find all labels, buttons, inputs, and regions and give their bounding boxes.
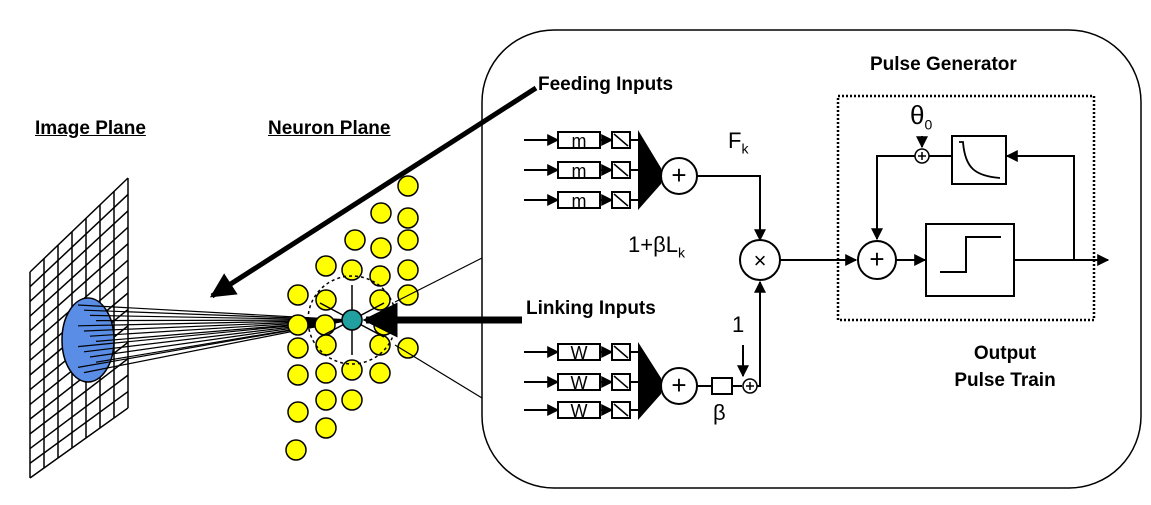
neuron [397,229,419,251]
neuron [397,337,419,359]
pulse-generator-box [836,94,1096,322]
feeding-to-image-arrow [209,85,538,299]
beta-gain-box [711,377,733,395]
step-function-box [925,223,1015,297]
neuron-model-box [481,29,1142,489]
neuron [397,207,419,229]
neuron [370,202,392,224]
neuron [315,417,337,439]
neuron [314,314,336,336]
svg-text:+: + [671,370,686,400]
feeding-inputs-label: Feeding Inputs [538,74,674,95]
feeding-input-branches: mmm [524,130,661,211]
neuron [287,337,309,359]
svg-text:+: + [671,160,686,190]
neuron [369,265,391,287]
neuron [341,259,363,281]
neuron [315,362,337,384]
output-label-line2: Pulse Train [954,370,1056,391]
neuron [344,229,366,251]
neuron [341,359,363,381]
weight-label: W [571,373,588,393]
svg-text:+: + [869,244,884,274]
decay-function-box [951,135,1007,185]
neuron [369,362,391,384]
weight-label: W [571,401,588,421]
linking-inputs-label: Linking Inputs [526,298,656,319]
neuron [315,255,337,277]
image-plane-label: Image Plane [35,118,146,139]
neuron [341,389,363,411]
weight-label: W [571,343,588,363]
neuron [315,389,337,411]
neuron [397,175,419,197]
neuron-plane [285,175,419,461]
neuron [287,401,309,423]
beta-label: β [713,400,726,425]
neuron [287,284,309,306]
neuron [287,364,309,386]
neuron-plane-label: Neuron Plane [268,118,391,139]
weight-label: m [572,161,587,181]
neuron [397,259,419,281]
pulse-generator-label: Pulse Generator [870,54,1017,75]
output-label-line1: Output [973,343,1037,364]
neuron [287,314,309,336]
weight-label: m [572,131,587,151]
projection-lines [77,304,351,374]
neuron [369,334,391,356]
theta-label: θ0 [910,100,933,133]
neuron [315,334,337,356]
linking-input-branches: WWW [524,342,661,421]
neuron [285,439,307,461]
central-neuron [341,309,363,331]
weight-label: m [572,191,587,211]
neuron [315,289,337,311]
one-label: 1 [732,312,745,337]
svg-text:×: × [754,248,767,273]
f-k-label: Fk [728,128,749,157]
neuron [370,237,392,259]
one-plus-beta-l-label: 1+βLk [628,232,685,261]
